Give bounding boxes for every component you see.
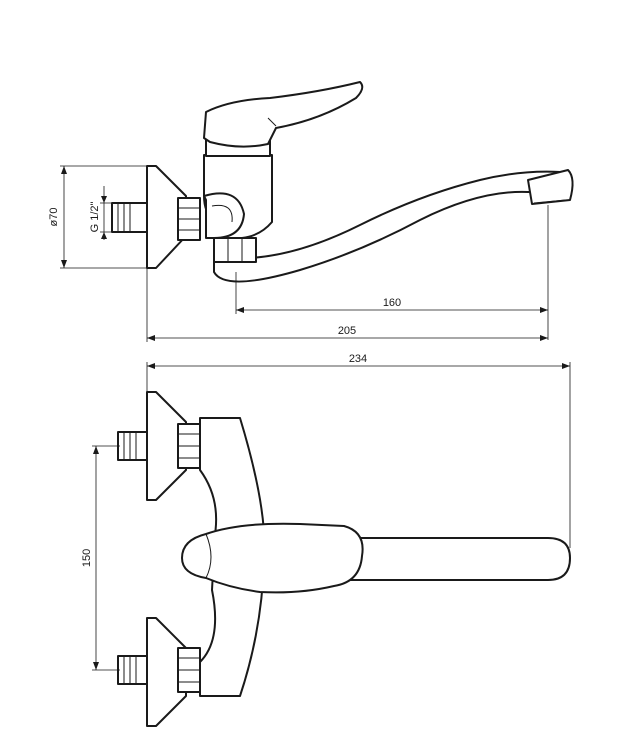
dimension-spout-reach: 160 xyxy=(235,205,549,340)
dimension-spacing: 150 xyxy=(81,445,120,671)
elbow-ring xyxy=(203,192,245,239)
upper-wall-flange xyxy=(146,391,187,501)
label-projection: 205 xyxy=(338,325,356,337)
lower-thread-connector xyxy=(117,655,148,685)
top-view: 234 150 xyxy=(81,353,571,727)
label-spout-reach: 160 xyxy=(383,297,401,309)
lever-handle xyxy=(203,81,364,148)
side-view: ø70 G 1/2" 160 205 xyxy=(48,81,574,342)
lower-nut xyxy=(213,237,257,263)
label-diameter: ø70 xyxy=(48,208,60,227)
label-spacing: 150 xyxy=(81,549,93,567)
label-thread: G 1/2" xyxy=(89,202,101,233)
dimension-projection: 205 xyxy=(146,268,548,342)
upper-thread-connector xyxy=(117,431,148,461)
dimension-diameter: ø70 xyxy=(48,165,150,269)
label-width: 234 xyxy=(349,353,367,365)
aerator xyxy=(527,169,574,205)
lever-handle-top xyxy=(181,522,364,594)
dimension-thread: G 1/2" xyxy=(89,186,114,240)
lower-wall-flange xyxy=(146,617,187,727)
dimension-width: 234 xyxy=(146,353,571,548)
